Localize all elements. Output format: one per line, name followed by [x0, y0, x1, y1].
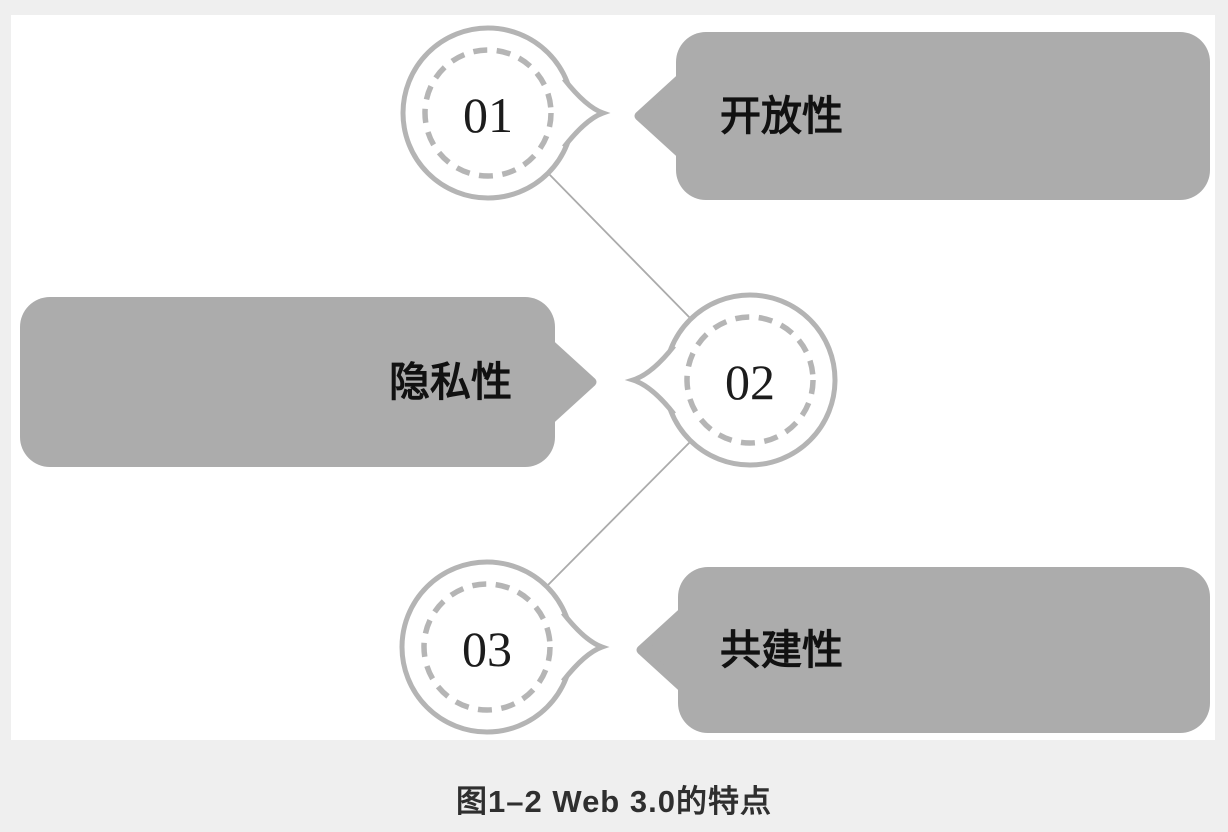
circle-badge-01: 01: [400, 25, 611, 201]
bubble-rect-openness: [676, 32, 1210, 200]
bubble-label-cobuilding: 共建性: [720, 627, 843, 673]
bubble-label-privacy: 隐私性: [389, 359, 512, 405]
badge-pointer-right-icon: [562, 77, 611, 149]
bubble-label-openness: 开放性: [720, 93, 843, 139]
badge-number: 02: [725, 354, 775, 410]
label-bubble-privacy: 隐私性: [20, 297, 597, 467]
bubble-rect-cobuilding: [678, 567, 1210, 733]
circle-badge-03: 03: [399, 559, 610, 735]
badge-number: 01: [463, 87, 513, 143]
badge-pointer-left-icon: [624, 344, 676, 416]
figure-panel: 开放性 隐私性 共建性 01: [11, 15, 1215, 740]
badge-dashed-ring: [421, 581, 553, 713]
connector-line-02-03: [546, 440, 692, 587]
circle-badge-02: 02: [624, 292, 838, 468]
badge-dashed-ring: [684, 314, 816, 446]
label-bubble-openness: 开放性: [634, 32, 1210, 200]
bubble-rect-privacy: [20, 297, 555, 467]
figure-caption: 图1–2 Web 3.0的特点: [456, 784, 772, 819]
label-bubble-cobuilding: 共建性: [636, 567, 1210, 733]
badge-number: 03: [462, 621, 512, 677]
web3-features-diagram: 开放性 隐私性 共建性 01: [20, 25, 1210, 735]
badge-pointer-right-icon: [561, 611, 610, 683]
connector-line-01-02: [547, 172, 692, 320]
badge-dashed-ring: [422, 47, 554, 179]
